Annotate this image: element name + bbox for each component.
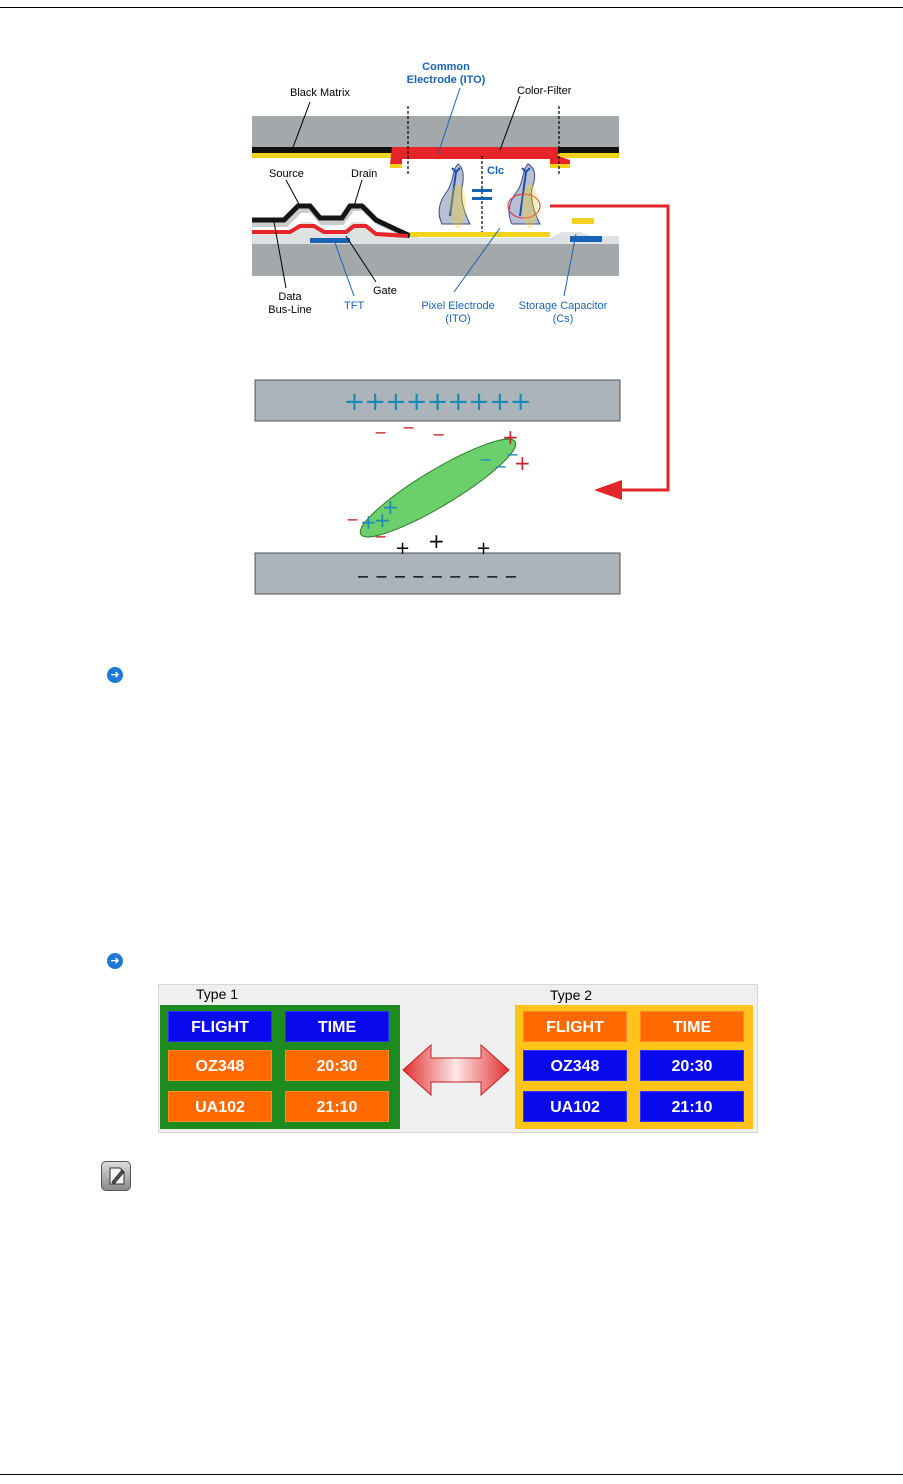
negative-charges: − − − − − − − − −	[356, 567, 517, 586]
bottom-glass-plate	[252, 244, 619, 276]
flight-board-type2: FLIGHT TIME OZ348 20:30 UA102 21:10	[515, 1005, 753, 1129]
double-arrow-icon	[401, 1043, 511, 1097]
cell-time-header: TIME	[285, 1011, 389, 1042]
svg-text:−: −	[374, 527, 387, 546]
color-filter-layer	[390, 147, 570, 164]
page-top-rule	[0, 7, 903, 8]
label-common-electrode-line1: Common	[422, 61, 470, 73]
note-pencil-icon	[101, 1161, 131, 1191]
label-pixel-electrode-1: Pixel Electrode	[421, 300, 494, 312]
cell-time: 20:30	[285, 1050, 389, 1081]
label-data-bus-line-1: Data	[278, 291, 302, 303]
svg-text:−: −	[506, 445, 519, 464]
cell-time: 21:10	[285, 1091, 389, 1122]
cell-flight-header: FLIGHT	[523, 1011, 627, 1042]
svg-text:+: +	[476, 538, 491, 559]
svg-text:+: +	[395, 538, 410, 559]
svg-text:−: −	[432, 425, 445, 444]
cell-flight: OZ348	[168, 1050, 272, 1081]
lcd-cross-section-diagram: Black Matrix Common Electrode (ITO) Colo…	[250, 56, 680, 601]
type1-label: Type 1	[196, 986, 238, 1002]
svg-text:−: −	[374, 423, 387, 442]
cell-time: 21:10	[640, 1091, 744, 1122]
label-storage-capacitor-1: Storage Capacitor	[519, 300, 608, 312]
label-pixel-electrode-2: (ITO)	[445, 313, 470, 325]
cell-flight: OZ348	[523, 1050, 627, 1081]
flight-board-type1: FLIGHT TIME OZ348 20:30 UA102 21:10	[160, 1005, 400, 1129]
label-clc: Clc	[487, 165, 504, 177]
arrow-right-circle-icon: ➜	[107, 667, 123, 683]
svg-text:+: +	[428, 529, 445, 553]
tft-gate-electrode	[310, 238, 350, 243]
label-storage-capacitor-2: (Cs)	[553, 313, 574, 325]
label-drain: Drain	[351, 168, 377, 180]
cell-time: 20:30	[640, 1050, 744, 1081]
type2-label: Type 2	[550, 987, 592, 1003]
svg-text:−: −	[494, 457, 507, 476]
arrow-right-circle-icon: ➜	[107, 953, 123, 969]
cell-flight-header: FLIGHT	[168, 1011, 272, 1042]
svg-text:−: −	[402, 418, 415, 437]
flight-board-comparison: Type 1 Type 2 FLIGHT TIME OZ348 20:30 UA…	[158, 984, 758, 1133]
cell-flight: UA102	[523, 1091, 627, 1122]
svg-text:−: −	[346, 510, 359, 529]
positive-charges: +++++++++	[343, 387, 530, 417]
cell-flight: UA102	[168, 1091, 272, 1122]
label-common-electrode-line2: Electrode (ITO)	[407, 74, 486, 86]
label-source: Source	[269, 168, 304, 180]
label-gate: Gate	[373, 285, 397, 297]
label-black-matrix: Black Matrix	[290, 87, 350, 99]
label-tft: TFT	[344, 300, 364, 312]
cell-time-header: TIME	[640, 1011, 744, 1042]
top-glass-plate	[252, 116, 619, 152]
label-color-filter: Color-Filter	[517, 85, 572, 97]
page-bottom-rule	[0, 1474, 903, 1475]
label-data-bus-line-2: Bus-Line	[268, 304, 311, 316]
svg-text:−: −	[479, 450, 492, 469]
